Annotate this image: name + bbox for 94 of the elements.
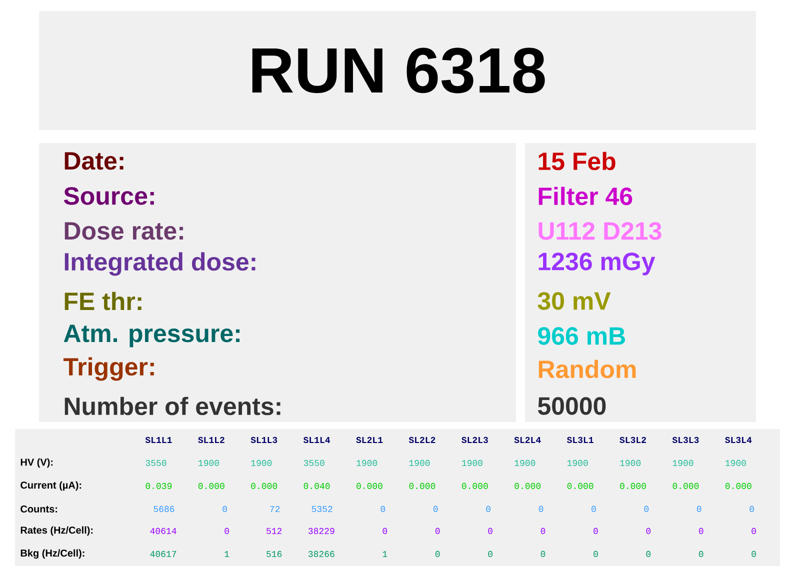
table-value: 5686 bbox=[154, 506, 174, 512]
row-label: Rates (Hz/Cell): bbox=[20, 526, 93, 536]
table-value: 1 bbox=[382, 551, 388, 557]
field-label: Trigger: bbox=[64, 357, 154, 381]
row-label: Counts: bbox=[20, 505, 58, 513]
table-value: 0 bbox=[486, 506, 490, 512]
column-header: SL1L2 bbox=[198, 436, 224, 444]
table-value: 0 bbox=[752, 528, 756, 534]
column-header: SL2L2 bbox=[408, 436, 436, 444]
column-header: SL1L3 bbox=[250, 436, 278, 444]
table-value: 0 bbox=[696, 506, 702, 512]
table-value: 40617 bbox=[150, 550, 176, 558]
table-value: 0 bbox=[488, 550, 492, 558]
table-value: 0 bbox=[698, 528, 704, 534]
row-label: Bkg (Hz/Cell): bbox=[20, 549, 84, 559]
field-value: U112 D213 bbox=[538, 222, 662, 240]
table-value: 0.000 bbox=[251, 482, 278, 490]
table-value: 0.039 bbox=[146, 482, 172, 490]
table-value: 0 bbox=[594, 550, 598, 558]
table-value: 1900 bbox=[251, 460, 272, 466]
table-value: 0 bbox=[752, 550, 756, 558]
table-value: 0.000 bbox=[567, 482, 594, 490]
column-header: SL3L2 bbox=[620, 436, 646, 444]
column-header: SL1L1 bbox=[145, 436, 172, 444]
field-label: Atm. pressure: bbox=[64, 324, 240, 348]
table-value: 0 bbox=[646, 550, 651, 558]
field-value: 50000 bbox=[538, 397, 606, 415]
column-header: SL3L3 bbox=[672, 436, 699, 444]
table-value: 0.000 bbox=[198, 482, 224, 490]
field-value: 1236 mGy bbox=[538, 252, 656, 276]
field-value: 30 mV bbox=[538, 292, 611, 310]
table-value: 0.000 bbox=[620, 482, 646, 490]
table-value: 0 bbox=[380, 506, 386, 512]
table-value: 516 bbox=[266, 550, 282, 558]
table-value: 1900 bbox=[567, 460, 588, 466]
table-value: 0.000 bbox=[672, 482, 699, 490]
table-value: 0 bbox=[222, 506, 227, 512]
table-value: 3550 bbox=[304, 460, 324, 466]
field-label: Date: bbox=[64, 152, 124, 170]
table-value: 0 bbox=[488, 528, 492, 534]
table-value: 1900 bbox=[462, 460, 482, 466]
table-value: 0 bbox=[435, 550, 440, 558]
table-value: 0.040 bbox=[304, 482, 330, 490]
table-value: 0.000 bbox=[514, 482, 541, 490]
field-label: FE thr: bbox=[64, 292, 142, 310]
table-value: 0 bbox=[540, 528, 546, 534]
table-value: 0 bbox=[750, 506, 754, 512]
field-label: Source: bbox=[64, 187, 154, 205]
table-value: 1900 bbox=[514, 460, 536, 466]
field-value: 966 mB bbox=[538, 327, 625, 345]
column-header: SL3L1 bbox=[566, 436, 594, 444]
table-value: 0 bbox=[646, 528, 651, 534]
field-label: Integrated dose: bbox=[64, 252, 256, 276]
table-value: 3550 bbox=[146, 460, 166, 466]
table-value: 1900 bbox=[620, 460, 641, 466]
table-value: 0 bbox=[433, 506, 438, 512]
table-value: 0.000 bbox=[725, 482, 752, 490]
field-label: Number of events: bbox=[64, 396, 280, 416]
table-value: 0 bbox=[644, 506, 649, 512]
column-header: SL2L4 bbox=[514, 436, 541, 444]
table-value: 1900 bbox=[356, 460, 378, 466]
table-value: 1900 bbox=[198, 460, 219, 466]
title-box: RUN 6318 bbox=[39, 11, 756, 130]
row-label: Current (µA): bbox=[20, 481, 82, 491]
field-value: 15 Feb bbox=[538, 152, 616, 170]
column-header: SL2L1 bbox=[356, 436, 383, 444]
table-value: 0 bbox=[538, 506, 544, 512]
table-value: 0 bbox=[592, 506, 596, 512]
table-value: 1900 bbox=[672, 460, 694, 466]
table-value: 0 bbox=[382, 528, 388, 534]
column-header: SL3L4 bbox=[725, 436, 752, 444]
table-value: 0 bbox=[435, 528, 440, 534]
table-value: 512 bbox=[266, 528, 282, 534]
table-value: 38266 bbox=[308, 550, 334, 558]
field-label: Dose rate: bbox=[64, 222, 184, 240]
table-value: 0.000 bbox=[409, 482, 436, 490]
column-header: SL2L3 bbox=[462, 436, 488, 444]
table-value: 38229 bbox=[308, 528, 334, 534]
table-value: 0 bbox=[540, 550, 546, 558]
table-value: 0 bbox=[594, 528, 598, 534]
table-value: 72 bbox=[270, 506, 280, 512]
table-value: 0 bbox=[698, 550, 704, 558]
table-value: 1900 bbox=[409, 460, 430, 466]
table-value: 1900 bbox=[726, 460, 746, 466]
column-header: SL1L4 bbox=[303, 436, 330, 444]
field-value: Filter 46 bbox=[538, 186, 632, 206]
table-value: 0.000 bbox=[462, 482, 488, 490]
table-value: 1 bbox=[224, 551, 230, 557]
table-value: 5352 bbox=[312, 506, 332, 512]
field-value: Random bbox=[538, 360, 636, 378]
row-label: HV (V): bbox=[20, 458, 53, 468]
table-value: 0.000 bbox=[356, 482, 382, 490]
table-value: 40614 bbox=[150, 528, 176, 534]
table-value: 0 bbox=[224, 528, 229, 534]
